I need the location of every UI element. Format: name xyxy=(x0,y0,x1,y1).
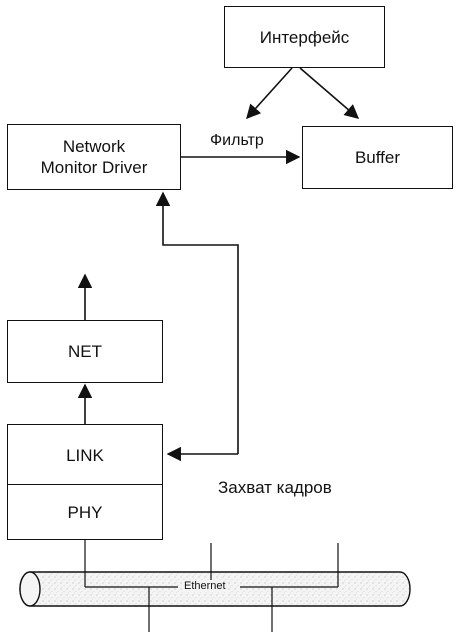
net-label: NET xyxy=(68,342,102,361)
buffer-box: Buffer xyxy=(302,126,453,189)
network-monitor-driver-box: Network Monitor Driver xyxy=(7,124,181,190)
arrow-interface-to-buffer xyxy=(299,67,360,119)
interface-label: Интерфейс xyxy=(259,27,350,47)
arrow-interface-to-filter xyxy=(246,67,293,120)
arrow-capture-to-driver xyxy=(155,191,239,454)
ethernet-cable-end xyxy=(19,571,41,607)
interface-box: Интерфейс xyxy=(224,6,385,68)
link-box: LINK xyxy=(7,424,163,486)
buffer-label: Buffer xyxy=(354,148,401,167)
capture-label: Захват кадров xyxy=(218,478,332,497)
network-monitor-driver-label: Network Monitor Driver xyxy=(40,137,148,177)
net-box: NET xyxy=(7,320,163,383)
phy-label: PHY xyxy=(67,502,103,522)
phy-box: PHY xyxy=(7,484,163,540)
link-label: LINK xyxy=(66,445,104,465)
filter-label: Фильтр xyxy=(210,132,264,149)
ethernet-label: Ethernet xyxy=(182,580,228,592)
